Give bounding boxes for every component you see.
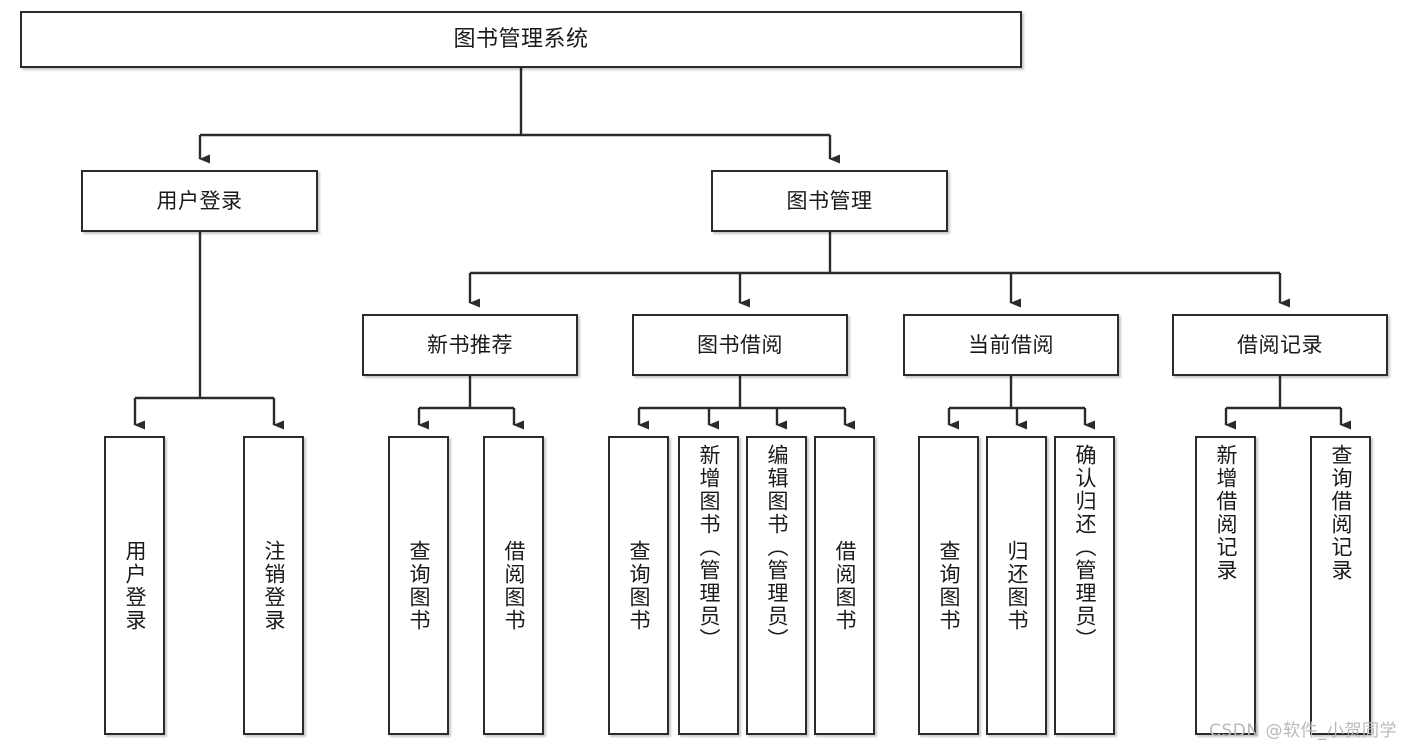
watermark-text: CSDN @软件_小贺同学	[1209, 721, 1397, 741]
node-label: 当前借阅	[968, 332, 1054, 357]
node-label: 新增借阅记录	[1214, 444, 1238, 582]
node-leaf-confirm-return[interactable]: 确认归还（管理员）	[1054, 436, 1115, 735]
node-leaf-borrow-book-2[interactable]: 借阅图书	[814, 436, 875, 735]
node-new-book-rec[interactable]: 新书推荐	[362, 314, 578, 376]
node-label: 图书管理	[786, 188, 873, 213]
node-leaf-edit-book[interactable]: 编辑图书（管理员）	[746, 436, 807, 735]
node-user-login[interactable]: 用户登录	[81, 170, 318, 232]
node-label: 图书借阅	[697, 332, 783, 357]
node-borrow-record[interactable]: 借阅记录	[1172, 314, 1388, 376]
node-leaf-return-book[interactable]: 归还图书	[986, 436, 1047, 735]
node-current-borrow[interactable]: 当前借阅	[903, 314, 1119, 376]
node-label: 查询图书	[627, 539, 651, 632]
node-label: 图书管理系统	[453, 26, 589, 52]
node-label: 借阅图书	[502, 539, 526, 632]
node-label: 注销登录	[262, 539, 286, 632]
node-label: 用户登录	[123, 539, 147, 632]
node-label: 编辑图书（管理员）	[765, 444, 789, 651]
node-leaf-query-record[interactable]: 查询借阅记录	[1310, 436, 1371, 735]
node-leaf-borrow-book-1[interactable]: 借阅图书	[483, 436, 544, 735]
node-label: 归还图书	[1005, 539, 1029, 632]
node-label: 查询图书	[937, 539, 961, 632]
node-label: 借阅记录	[1237, 332, 1323, 357]
node-label: 新书推荐	[427, 332, 513, 357]
node-leaf-query-book-3[interactable]: 查询图书	[918, 436, 979, 735]
node-book-mgmt[interactable]: 图书管理	[711, 170, 948, 232]
node-label: 用户登录	[156, 188, 243, 213]
node-label: 借阅图书	[833, 539, 857, 632]
node-leaf-query-book-2[interactable]: 查询图书	[608, 436, 669, 735]
node-label: 确认归还（管理员）	[1073, 444, 1097, 651]
node-label: 查询借阅记录	[1329, 444, 1353, 582]
node-root[interactable]: 图书管理系统	[20, 11, 1022, 68]
node-leaf-add-book[interactable]: 新增图书（管理员）	[678, 436, 739, 735]
node-book-borrow[interactable]: 图书借阅	[632, 314, 848, 376]
node-leaf-user-login[interactable]: 用户登录	[104, 436, 165, 735]
node-label: 查询图书	[407, 539, 431, 632]
node-label: 新增图书（管理员）	[697, 444, 721, 651]
node-leaf-query-book-1[interactable]: 查询图书	[388, 436, 449, 735]
node-leaf-logout[interactable]: 注销登录	[243, 436, 304, 735]
node-leaf-add-record[interactable]: 新增借阅记录	[1195, 436, 1256, 735]
